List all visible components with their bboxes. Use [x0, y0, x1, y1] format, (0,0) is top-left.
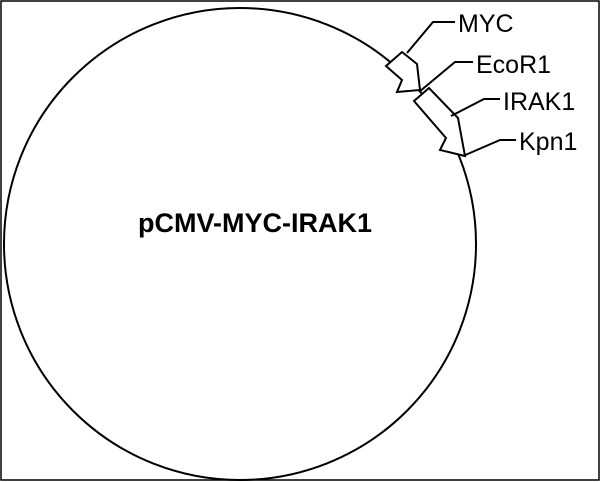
ecor1-label: EcoR1 [476, 51, 551, 79]
kpn1-leader-line [462, 139, 516, 157]
irak1-leader-line [450, 98, 500, 117]
irak1-feature-arrow [412, 86, 467, 158]
irak1-label: IRAK1 [503, 88, 575, 116]
ecor1-leader-line [418, 61, 473, 93]
plasmid-name: pCMV-MYC-IRAK1 [138, 208, 372, 238]
myc-leader-line [406, 21, 455, 54]
myc-label: MYC [458, 10, 514, 38]
plasmid-backbone [3, 7, 477, 481]
kpn1-label: Kpn1 [519, 128, 577, 156]
myc-feature-arrow [384, 50, 422, 94]
